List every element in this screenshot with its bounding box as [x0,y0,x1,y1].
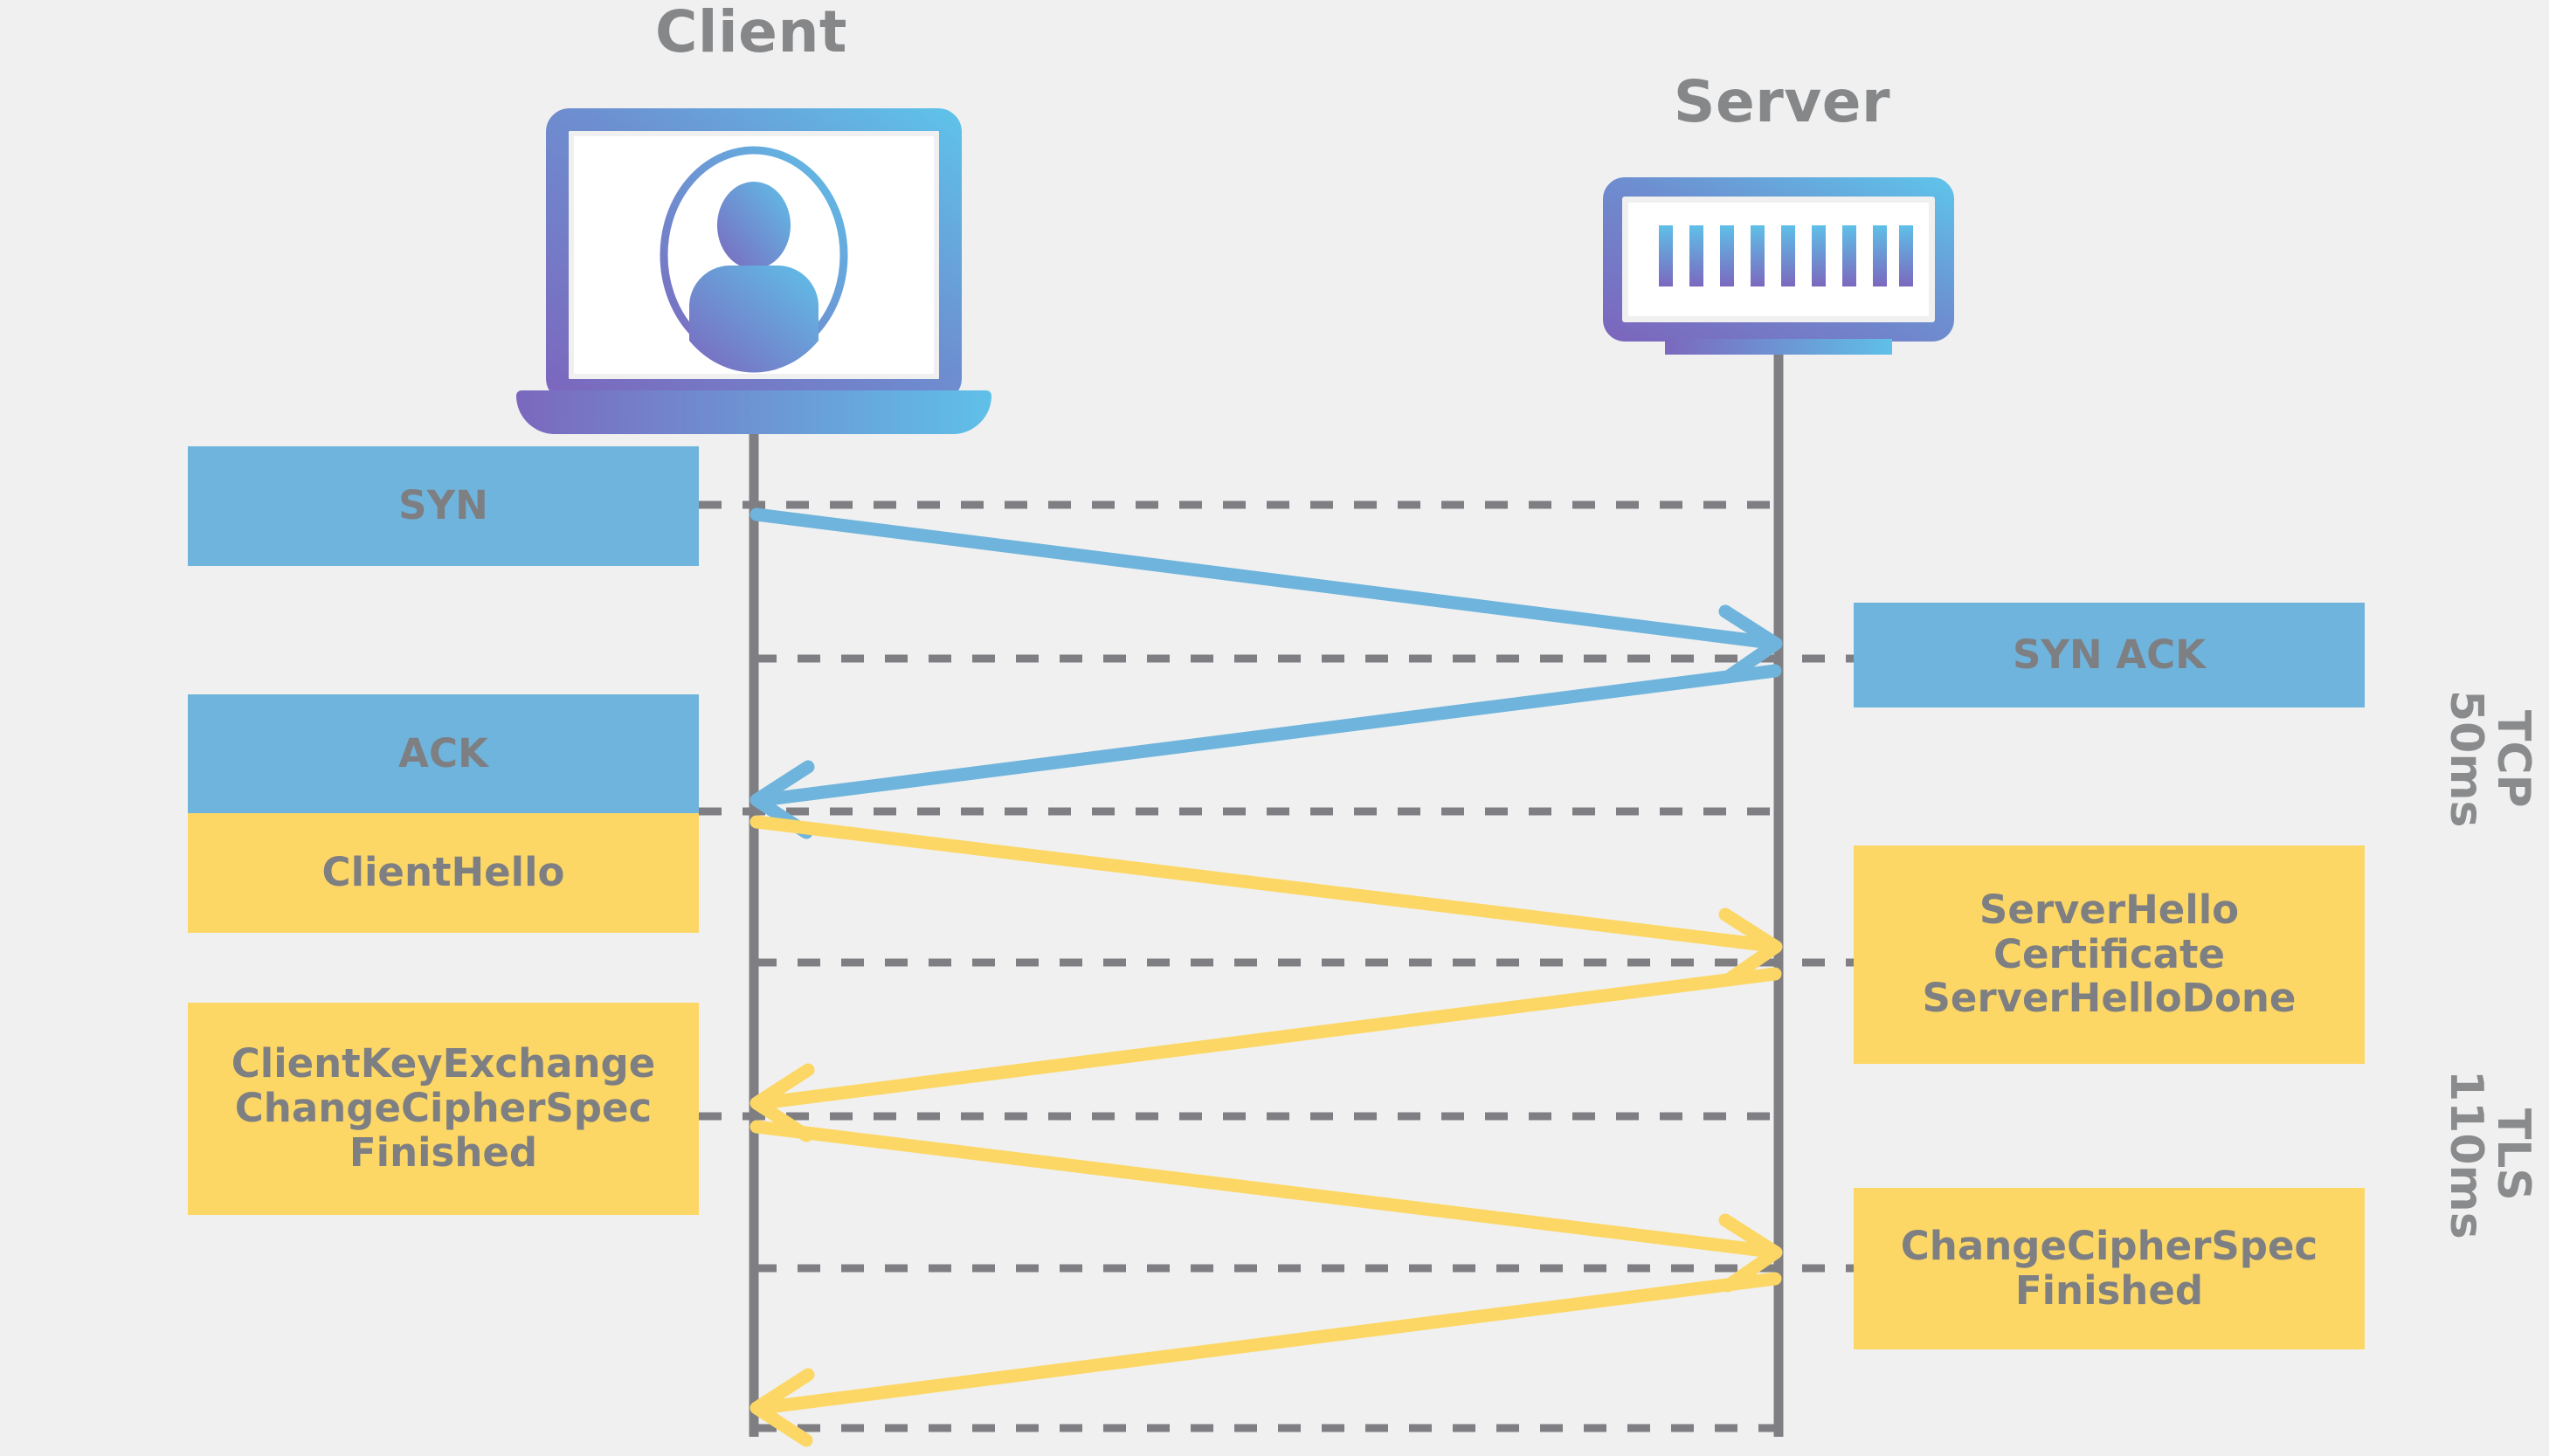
client-message-client-hello-label: ClientHello [321,849,565,896]
time-rules [699,500,1869,1432]
client-title: Client [655,0,847,66]
laptop-icon [516,108,991,434]
client-message-ack[interactable]: ACK [188,694,699,813]
server-message-syn-ack-label: SYN ACK [2012,631,2207,678]
arrow-server-change-cipher [750,1272,1782,1447]
phase-label-tls-duration: 110ms [2440,1070,2493,1239]
phase-label-tls: TLS 110ms [2440,1070,2539,1239]
server-slot-bars [1659,225,1913,286]
phase-label-tcp-name: TCP [2487,709,2539,808]
server-message-syn-ack[interactable]: SYN ACK [1854,603,2365,707]
client-message-key-exchange-label: ClientKeyExchange ChangeCipherSpec Finis… [231,1040,656,1176]
phase-label-tls-name: TLS [2487,1108,2539,1201]
server-message-change-cipher[interactable]: ChangeCipherSpec Finished [1854,1188,2365,1349]
client-message-ack-label: ACK [398,729,488,776]
client-message-key-exchange[interactable]: ClientKeyExchange ChangeCipherSpec Finis… [188,1003,699,1215]
client-message-syn-label: SYN [398,482,488,529]
server-icon [1603,177,1954,355]
client-message-syn[interactable]: SYN [188,446,699,566]
arrow-syn [750,507,1783,684]
server-stand [1665,339,1892,355]
client-message-client-hello[interactable]: ClientHello [188,813,699,933]
arrow-server-hello [750,967,1782,1142]
server-message-server-hello-label: ServerHello Certificate ServerHelloDone [1922,886,2297,1022]
arrow-client-hello [750,815,1783,987]
server-message-server-hello[interactable]: ServerHello Certificate ServerHelloDone [1854,845,2365,1064]
phase-label-tcp-duration: 50ms [2440,690,2493,828]
server-message-change-cipher-label: ChangeCipherSpec Finished [1900,1222,2318,1314]
phase-label-tcp: TCP 50ms [2440,690,2539,828]
arrow-client-key-exchange [750,1120,1783,1293]
server-title: Server [1673,68,1891,135]
